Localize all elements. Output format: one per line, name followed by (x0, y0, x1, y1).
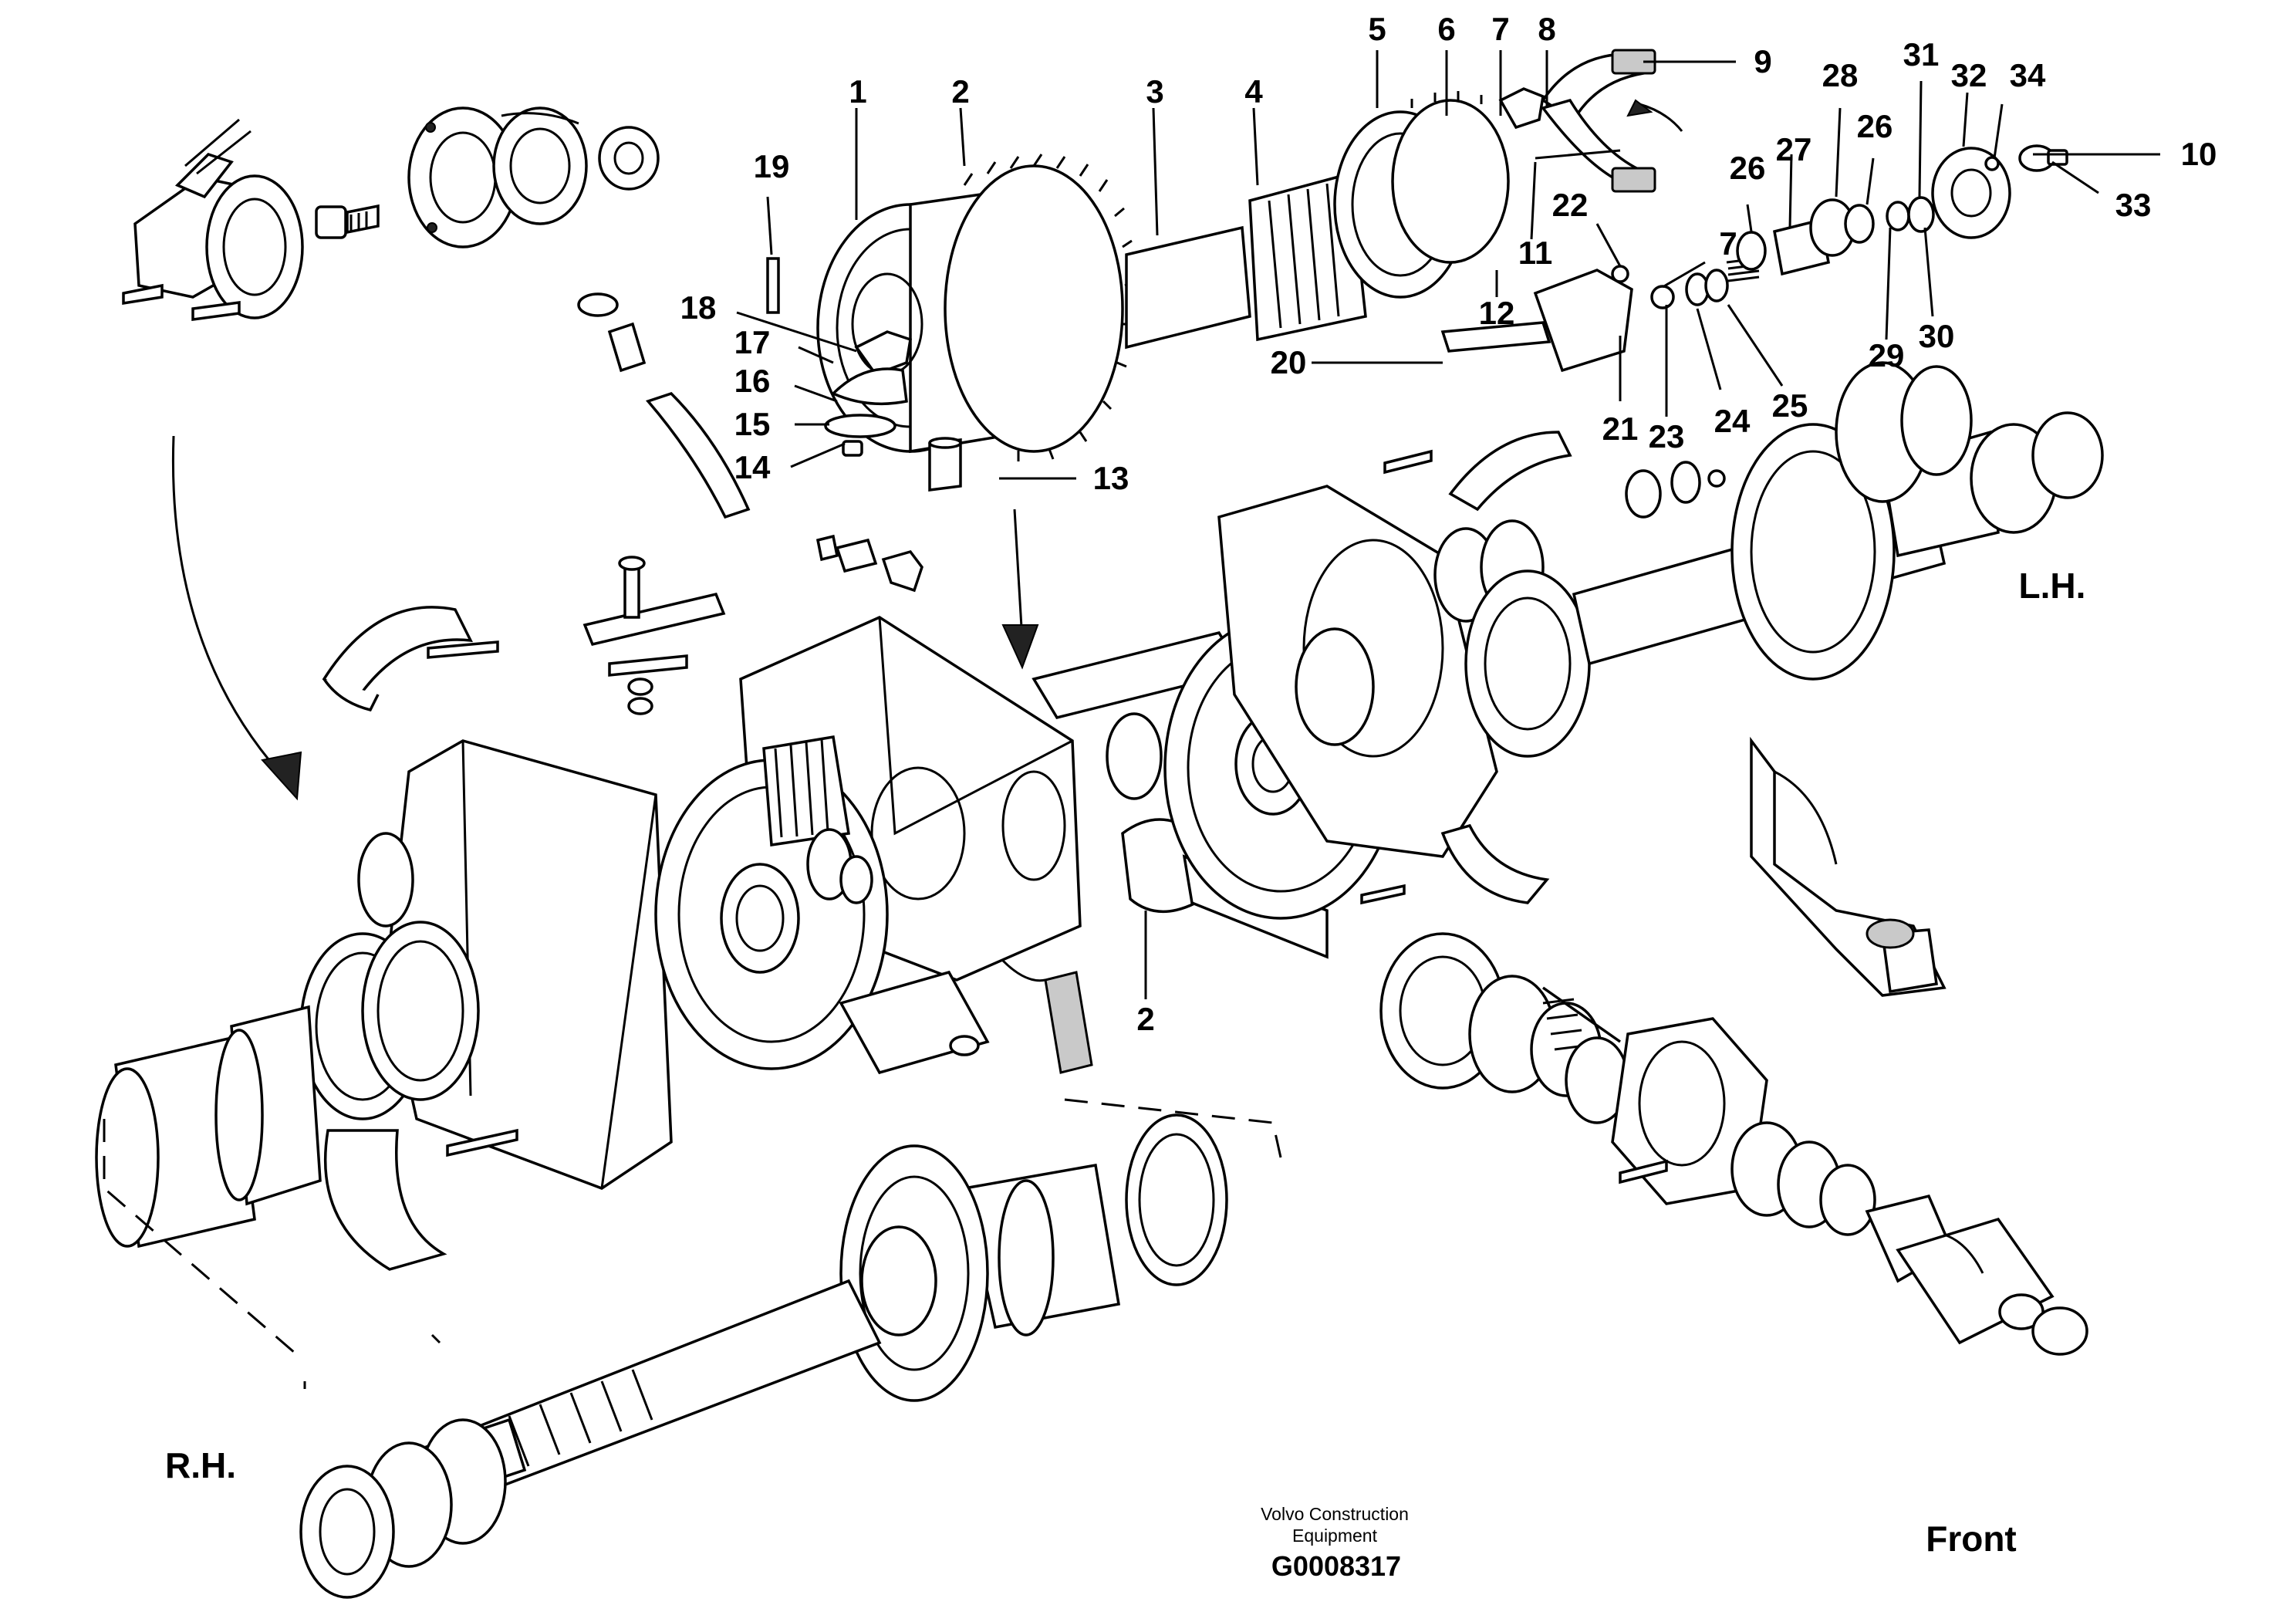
label-left-hand: L.H. (2019, 566, 2086, 606)
callout-12: 12 (1479, 295, 1515, 331)
callout-28: 28 (1822, 57, 1859, 93)
callout-9: 9 (1754, 43, 1771, 79)
reduction-housing-left (95, 435, 673, 1360)
callout-20: 20 (1271, 344, 1307, 380)
callout-13: 13 (1093, 460, 1129, 496)
credit-line-2: Equipment (1292, 1526, 1378, 1546)
callout-18: 18 (680, 289, 717, 326)
callout-33: 33 (2115, 187, 2152, 223)
callout-10: 10 (2181, 136, 2217, 172)
callout-26-right: 26 (1857, 108, 1893, 144)
callout-numbers: 1 2 3 4 5 6 7 8 9 10 11 12 13 14 15 16 1… (680, 11, 2217, 1037)
callout-1: 1 (849, 73, 866, 110)
callout-19: 19 (754, 148, 790, 184)
rh-axle-shaft (299, 1098, 1282, 1599)
lh-housing-right (1032, 361, 2104, 920)
callout-23: 23 (1649, 418, 1685, 454)
callout-22: 22 (1552, 187, 1589, 223)
credit-line-1: Volvo Construction (1261, 1504, 1409, 1524)
callout-7: 7 (1491, 11, 1509, 47)
callout-16: 16 (734, 363, 771, 399)
callout-29: 29 (1869, 337, 1905, 373)
callout-8: 8 (1538, 11, 1555, 47)
callout-30: 30 (1919, 318, 1955, 354)
callout-34: 34 (2010, 57, 2046, 93)
hub-assembly-top-left (122, 106, 660, 321)
callout-3: 3 (1146, 73, 1163, 110)
gear-train-center (577, 292, 1329, 1075)
bracket-detail (1750, 736, 1947, 997)
callout-21: 21 (1602, 411, 1639, 447)
callout-4: 4 (1244, 73, 1263, 110)
callout-2-lower: 2 (1136, 1001, 1154, 1037)
callout-17: 17 (734, 324, 771, 360)
callout-7-lower: 7 (1719, 225, 1737, 262)
callout-25: 25 (1772, 387, 1808, 424)
callout-15: 15 (734, 406, 771, 442)
leader-lines (736, 50, 2160, 999)
callout-14: 14 (734, 449, 771, 485)
callout-31: 31 (1903, 36, 1940, 73)
callout-6: 6 (1437, 11, 1455, 47)
callout-26: 26 (1730, 150, 1766, 186)
label-front: Front (1926, 1519, 2017, 1559)
front-output-shaft (1360, 884, 2088, 1356)
callout-27: 27 (1776, 131, 1812, 167)
drawing-code: G0008317 (1271, 1550, 1401, 1582)
callout-24: 24 (1714, 403, 1751, 439)
callout-2: 2 (951, 73, 969, 110)
callout-5: 5 (1368, 11, 1386, 47)
label-right-hand: R.H. (165, 1445, 236, 1485)
callout-32: 32 (1951, 57, 1987, 93)
credit-block: Volvo Construction Equipment G0008317 (1261, 1504, 1409, 1582)
callout-11: 11 (1518, 235, 1552, 271)
